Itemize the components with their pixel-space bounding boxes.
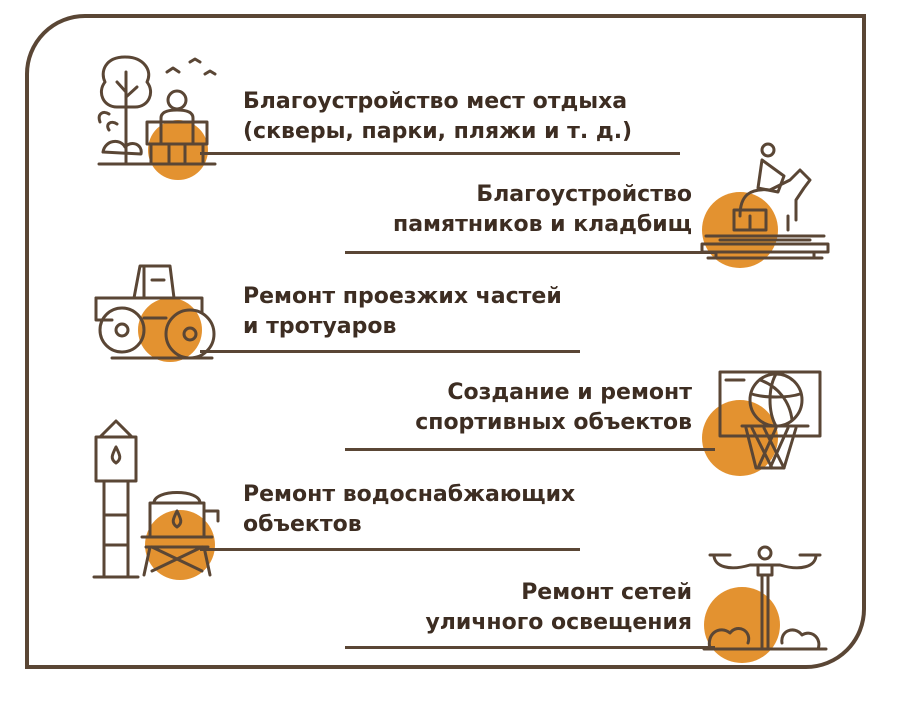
item-roads-line1: Ремонт проезжих частей — [243, 284, 562, 309]
road-roller-icon — [94, 264, 216, 362]
item-parks-line1: Благоустройство мест отдыха — [243, 89, 628, 114]
item-lighting-line1: Ремонт сетей — [521, 580, 692, 605]
item-roads-line2: и тротуаров — [243, 314, 397, 339]
park-bench-tree-icon — [97, 55, 217, 180]
item-parks-underline — [200, 152, 680, 155]
item-monuments-underline — [345, 251, 715, 254]
item-monuments-line2: памятников и кладбищ — [393, 212, 692, 237]
water-tower-icon — [92, 419, 220, 580]
item-water-underline — [200, 548, 580, 551]
item-lighting-line2: уличного освещения — [425, 610, 692, 635]
item-lighting-underline — [345, 646, 715, 649]
item-sports-line1: Создание и ремонт — [447, 380, 692, 405]
item-parks-line2: (скверы, парки, пляжи и т. д.) — [243, 119, 633, 144]
monument-horse-icon — [700, 142, 830, 268]
item-water-line1: Ремонт водоснабжающих — [243, 482, 576, 507]
item-monuments-line1: Благоустройство — [476, 182, 692, 207]
item-sports-line2: спортивных объектов — [415, 410, 692, 435]
infographic-frame — [25, 14, 866, 669]
item-roads-underline — [200, 350, 580, 353]
item-sports-underline — [345, 448, 715, 451]
street-lamp-icon — [702, 545, 828, 663]
basketball-hoop-icon — [702, 370, 822, 476]
item-water-line2: объектов — [243, 512, 362, 537]
